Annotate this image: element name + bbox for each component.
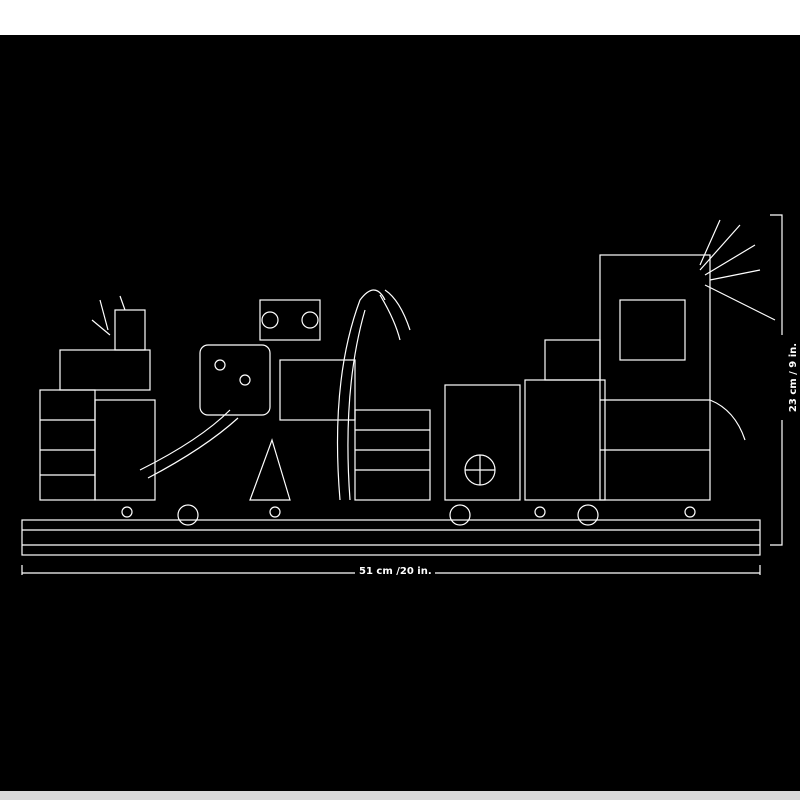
- left-ruins: [39, 295, 156, 501]
- height-dimension-line: [770, 214, 783, 546]
- dimension-lines: [21, 214, 783, 575]
- black-panel: [0, 35, 800, 791]
- bottom-border: [0, 791, 800, 800]
- base-plate: [21, 504, 761, 556]
- height-dimension-label: 23 cm / 9 in.: [788, 340, 800, 415]
- boulder-and-bridge: [139, 344, 271, 479]
- center-wall: [354, 384, 521, 501]
- width-dimension-label: 51 cm /20 in.: [357, 566, 434, 577]
- tower-and-arch: [249, 289, 411, 501]
- width-dimension-line: [21, 565, 761, 575]
- right-temple: [524, 219, 776, 501]
